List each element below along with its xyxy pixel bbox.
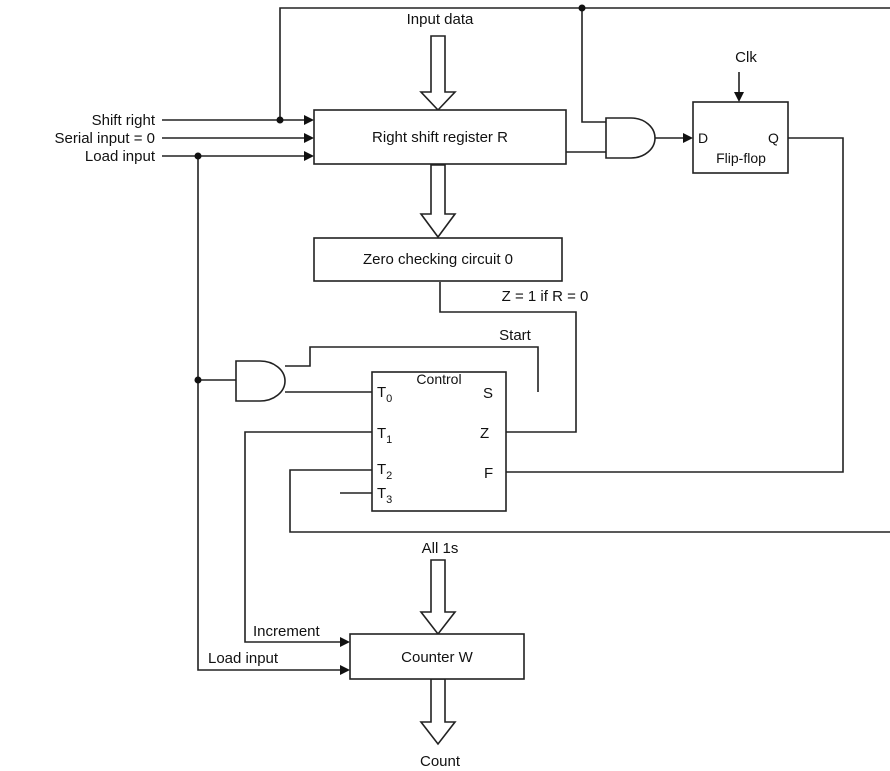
control-t2-label: T2 — [377, 461, 392, 482]
junction-top-feedback — [578, 4, 586, 12]
q-output-wire — [506, 137, 844, 473]
count-label: Count — [420, 753, 461, 770]
register-box — [313, 109, 567, 165]
zero-check-block: Zero checking circuit 0 — [313, 237, 563, 282]
signal-labels: Input data Clk Shift right Serial input … — [55, 11, 758, 770]
count-bus-arrow — [419, 678, 457, 746]
counter-box — [349, 633, 525, 680]
increment-arrowhead — [340, 637, 350, 647]
clk-arrowhead — [734, 92, 744, 102]
and-to-d-arrowhead — [683, 133, 693, 143]
and-gate-top-shape — [605, 117, 656, 159]
shift-right-arrowhead — [304, 115, 314, 125]
top-feedback-wire — [279, 7, 890, 120]
control-box — [371, 371, 507, 512]
wires — [162, 7, 890, 671]
zero-check-label: Zero checking circuit 0 — [363, 251, 513, 268]
flipflop-d-label: D — [698, 130, 708, 146]
control-t3-label: T3 — [377, 485, 392, 506]
junctions — [194, 4, 586, 384]
register-to-zero-bus-arrow — [419, 164, 457, 239]
and-gate-bottom-shape — [235, 360, 286, 402]
load-input-top-label: Load input — [85, 148, 156, 165]
all-1s-label: All 1s — [422, 540, 459, 557]
start-wire — [285, 346, 539, 392]
serial-input-arrowhead — [304, 133, 314, 143]
and-gate-bottom — [235, 360, 286, 402]
load-counter-arrowhead — [340, 665, 350, 675]
register-block: Right shift register R — [313, 109, 567, 165]
all-1s-bus-arrow — [419, 559, 457, 636]
input-data-bus-arrow — [419, 35, 457, 112]
junction-shift-right — [276, 116, 284, 124]
start-label: Start — [499, 327, 532, 344]
and-gate-top — [605, 117, 656, 159]
increment-label: Increment — [253, 623, 321, 640]
control-t1-label: T1 — [377, 425, 392, 446]
increment-wire — [244, 431, 372, 643]
junction-load-top — [194, 152, 202, 160]
load-input-arrowhead — [304, 151, 314, 161]
junction-load-and — [194, 376, 202, 384]
flipflop-q-label: Q — [768, 130, 779, 146]
register-label: Right shift register R — [372, 129, 508, 146]
bus-arrows — [419, 35, 457, 746]
flipflop-box — [692, 101, 789, 174]
clk-label: Clk — [735, 49, 757, 66]
control-f-label: F — [484, 465, 493, 482]
input-data-label: Input data — [407, 11, 474, 28]
z-condition-label: Z = 1 if R = 0 — [502, 288, 589, 305]
flipflop-label: Flip-flop — [716, 150, 766, 166]
t2-loop-wire — [289, 469, 890, 533]
control-block: Control T0 T1 T2 T3 S Z F — [371, 371, 507, 512]
zero-status-wire — [439, 282, 577, 433]
counter-label: Counter W — [401, 649, 474, 666]
flipflop-block: D Q Flip-flop — [692, 101, 789, 174]
and-gate-upper-input-wire — [581, 8, 606, 123]
control-t0-label: T0 — [377, 384, 392, 405]
control-title: Control — [416, 371, 461, 387]
serial-input-label: Serial input = 0 — [55, 130, 155, 147]
load-input-bottom-label: Load input — [208, 650, 279, 667]
load-vertical-wire — [197, 156, 342, 671]
control-z-label: Z — [480, 425, 489, 442]
zero-check-box — [313, 237, 563, 282]
shift-right-label: Shift right — [92, 112, 156, 129]
counter-block: Counter W — [349, 633, 525, 680]
control-s-label: S — [483, 385, 493, 402]
arrowheads — [304, 92, 744, 675]
